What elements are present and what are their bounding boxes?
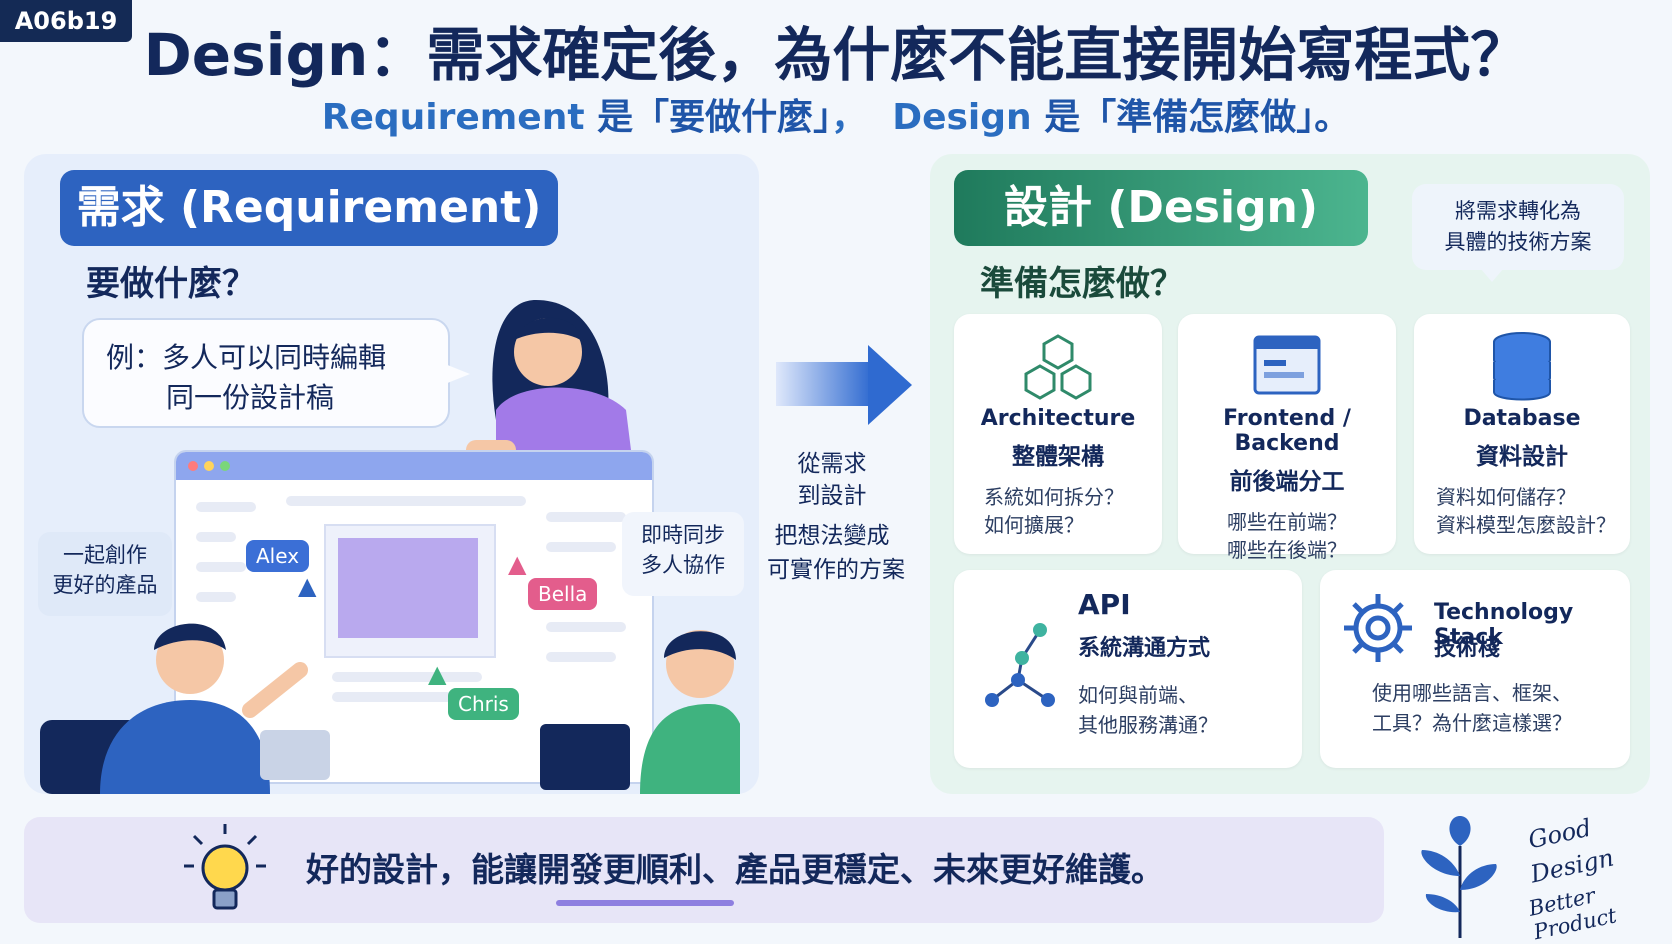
middle-line3: 把想法變成 <box>774 523 890 549</box>
note-sync-line1: 即時同步 <box>641 523 725 547</box>
example-line2: 同一份設計稿 <box>166 381 335 414</box>
cursor-label-alex: Alex <box>246 540 310 572</box>
window-dot-green <box>220 461 230 471</box>
card-frontend-backend-desc2: 哪些在後端？ <box>1227 538 1347 562</box>
subtitle-is2: 是 <box>1031 97 1081 138</box>
card-tech-en: Technology Stack <box>1434 600 1574 650</box>
image-placeholder-fill <box>338 538 478 638</box>
card-api-zh: 系統溝通方式 <box>1078 636 1211 661</box>
network-nodes-icon <box>985 623 1055 707</box>
database-icon <box>1493 332 1551 401</box>
image-tag: A06b19 <box>0 0 132 42</box>
cursor-arrow-bella: ▲ <box>508 550 527 578</box>
card-api-en: API <box>1078 588 1131 621</box>
subtitle-req-zh: 「要做什麼」 <box>633 97 832 138</box>
design-heading: 設計 (Design) <box>954 170 1368 246</box>
card-database-zh: 資料設計 <box>1476 444 1568 470</box>
subtitle-des-zh: 「準備怎麼做」 <box>1080 97 1315 138</box>
card-tech-zh: 技術棧 <box>1434 636 1501 661</box>
middle-line4: 可實作的方案 <box>767 557 905 583</box>
arrow-right-body <box>776 362 872 406</box>
window-dot-red <box>188 461 198 471</box>
cursor-label-chris: Chris <box>448 688 519 720</box>
image-placeholder <box>324 524 496 658</box>
card-api-desc2: 其他服務溝通？ <box>1078 713 1218 737</box>
cursor-arrow-alex: ▲ <box>298 572 317 600</box>
card-frontend-backend: Frontend / Backend 前後端分工 哪些在前端？ 哪些在後端？ <box>1178 314 1396 562</box>
card-frontend-backend-en: Frontend / Backend <box>1223 406 1351 456</box>
subtitle-is1: 是 <box>584 97 634 138</box>
card-frontend-backend-desc1: 哪些在前端？ <box>1227 510 1347 534</box>
middle-line1: 從需求 <box>797 451 867 477</box>
cursor-arrow-chris: ▲ <box>428 660 447 688</box>
man-pointing-illustration <box>40 623 330 794</box>
plant-icon <box>1421 816 1497 938</box>
subtitle-sep: ， <box>831 97 868 138</box>
card-frontend-backend-zh: 前後端分工 <box>1229 469 1345 495</box>
callout-line1: 將需求轉化為 <box>1455 199 1581 223</box>
arrow-right-icon <box>868 345 912 425</box>
subtitle-des-en: Design <box>892 97 1032 138</box>
design-question: 準備怎麼做？ <box>980 264 1184 304</box>
card-database-desc2: 資料模型怎麼設計？ <box>1436 513 1616 537</box>
card-tech-desc1: 使用哪些語言、框架、 <box>1372 681 1572 705</box>
bottom-underline <box>556 900 734 906</box>
screen-titlebar <box>176 452 652 480</box>
requirement-heading: 需求 (Requirement) <box>60 170 558 246</box>
subtitle-end: 。 <box>1314 97 1351 138</box>
card-database-en: Database <box>1463 406 1581 431</box>
gear-icon <box>1344 594 1412 662</box>
collab-screen <box>174 450 654 784</box>
example-bubble-tail <box>440 362 470 386</box>
note-create-line1: 一起創作 <box>63 543 147 567</box>
note-create-line2: 更好的產品 <box>52 573 158 597</box>
cursor-label-bella: Bella <box>528 578 598 610</box>
card-database: Database 資料設計 資料如何儲存？ 資料模型怎麼設計？ <box>1414 314 1630 554</box>
card-database-desc1: 資料如何儲存？ <box>1436 485 1576 509</box>
card-tech-desc2: 工具？為什麼這樣選？ <box>1372 711 1572 735</box>
lightbulb-icon <box>184 824 266 910</box>
bottom-message: 好的設計，能讓開發更順利、產品更穩定、未來更好維護。 <box>306 850 1164 889</box>
middle-line2: 到設計 <box>797 483 867 509</box>
requirement-question: 要做什麼？ <box>86 264 256 304</box>
cubes-icon <box>1024 334 1092 400</box>
subtitle-req-en: Requirement <box>321 97 585 138</box>
note-realtime-sync: 即時同步 多人協作 <box>622 512 744 596</box>
example-bubble: 例：多人可以同時編輯 同一份設計稿 <box>82 318 450 428</box>
card-architecture-en: Architecture <box>980 406 1136 431</box>
subtitle: Requirement 是「要做什麼」， Design 是「準備怎麼做」。 <box>0 88 1672 140</box>
note-sync-line2: 多人協作 <box>641 553 725 577</box>
card-tech-stack: Technology Stack 技術棧 使用哪些語言、框架、 工具？為什麼這樣… <box>1320 570 1630 768</box>
callout-tail <box>1480 268 1504 282</box>
card-architecture-zh: 整體架構 <box>1012 444 1104 470</box>
card-architecture-desc2: 如何擴展？ <box>984 513 1084 537</box>
card-architecture: Architecture 整體架構 系統如何拆分？ 如何擴展？ <box>954 314 1162 554</box>
window-dot-yellow <box>204 461 214 471</box>
card-api: API 系統溝通方式 如何與前端、 其他服務溝通？ <box>954 570 1302 768</box>
browser-window-icon <box>1253 335 1321 395</box>
callout-line2: 具體的技術方案 <box>1444 230 1592 254</box>
man-laptop-illustration <box>540 630 740 794</box>
card-architecture-desc1: 系統如何拆分？ <box>984 485 1124 509</box>
main-title: Design：需求確定後，為什麼不能直接開始寫程式？ <box>143 21 1529 89</box>
card-api-desc1: 如何與前端、 <box>1078 683 1198 707</box>
example-line1: 例：多人可以同時編輯 <box>106 341 387 374</box>
note-create-together: 一起創作 更好的產品 <box>38 532 172 616</box>
design-callout: 將需求轉化為 具體的技術方案 <box>1412 184 1624 270</box>
